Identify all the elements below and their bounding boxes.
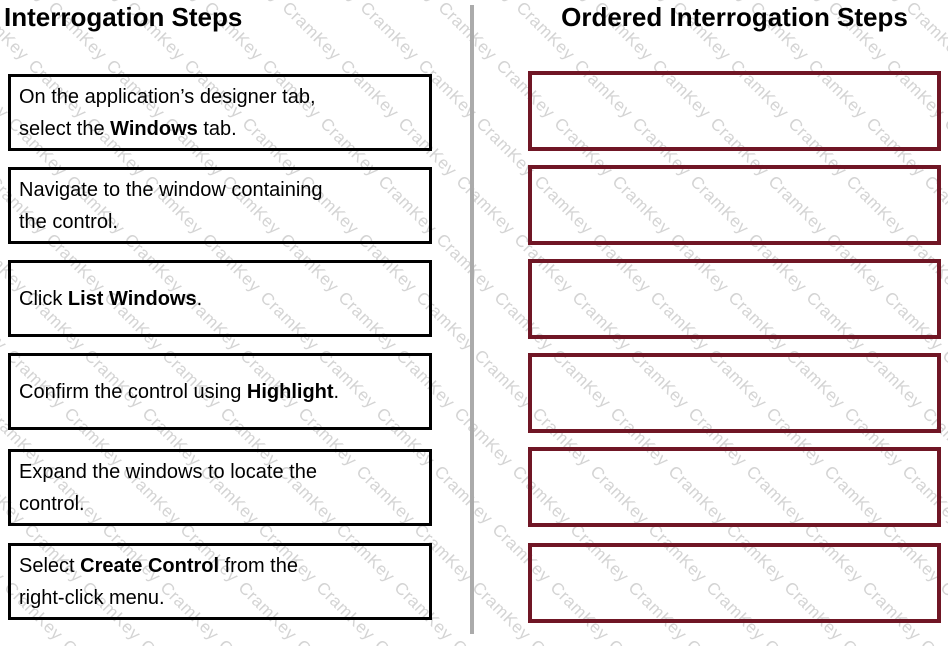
watermark-text: CramKey [916, 636, 948, 646]
ordered-step-dropzone[interactable] [528, 259, 941, 339]
ordered-step-dropzone[interactable] [528, 71, 941, 151]
watermark-text: CramKey [432, 230, 499, 297]
watermark-text: CramKey [454, 0, 521, 7]
left-column-title: Interrogation Steps [4, 2, 243, 32]
watermark-text: CramKey [356, 0, 423, 65]
interrogation-step-box[interactable]: Confirm the control using Highlight. [8, 353, 432, 430]
ordered-step-dropzone[interactable] [528, 447, 941, 527]
watermark-text: CramKey [604, 636, 671, 646]
interrogation-step-box[interactable]: On the application’s designer tab,select… [8, 74, 432, 151]
watermark-text: CramKey [292, 636, 359, 646]
watermark-text: CramKey [450, 404, 517, 471]
ordered-step-dropzone[interactable] [528, 543, 941, 623]
watermark-text: CramKey [214, 636, 281, 646]
watermark-text: CramKey [376, 0, 443, 7]
watermark-text: CramKey [278, 0, 345, 65]
watermark-text: CramKey [430, 462, 497, 529]
watermark-text: CramKey [298, 0, 365, 7]
ordered-step-dropzone[interactable] [528, 165, 941, 245]
watermark-text: CramKey [434, 0, 501, 65]
watermark-text: CramKey [470, 346, 537, 413]
step-text: Click List Windows. [19, 287, 203, 310]
watermark-text: CramKey [136, 636, 203, 646]
watermark-text: CramKey [682, 636, 749, 646]
step-text: On the application’s designer tab,select… [19, 85, 316, 140]
right-column-title: Ordered Interrogation Steps [561, 2, 908, 32]
ordered-step-dropzone[interactable] [528, 353, 941, 433]
watermark-text: CramKey [452, 172, 519, 239]
watermark-text: CramKey [468, 578, 535, 645]
watermark-text: CramKey [370, 636, 437, 646]
column-divider [470, 5, 474, 634]
watermark-text: CramKey [760, 636, 827, 646]
watermark-text: CramKey [58, 636, 125, 646]
interrogation-step-box[interactable]: Click List Windows. [8, 260, 432, 337]
watermark-text: CramKey [448, 636, 515, 646]
watermark-text: CramKey [526, 636, 593, 646]
step-text: Confirm the control using Highlight. [19, 380, 340, 403]
watermark-text: CramKey [838, 636, 905, 646]
watermark-text: CramKey [0, 636, 47, 646]
watermark-text: CramKey [940, 114, 948, 181]
